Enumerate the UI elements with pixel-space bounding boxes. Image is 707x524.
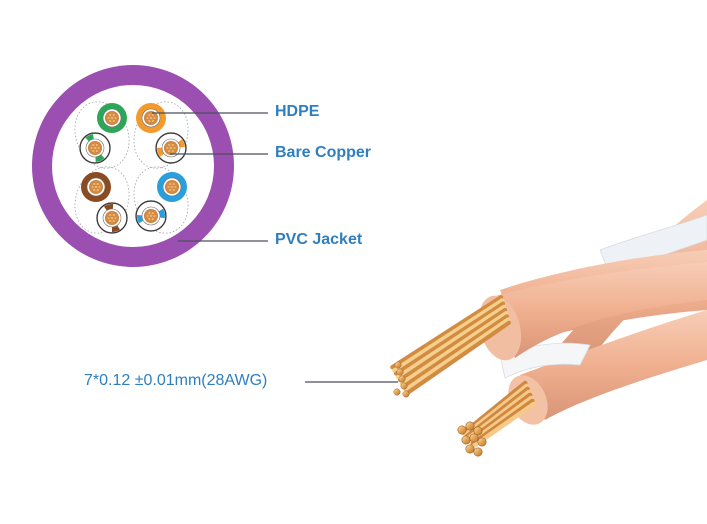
hdpe-label: HDPE <box>275 103 320 120</box>
lower-wire-sheath <box>520 310 707 420</box>
bare-copper-label: Bare Copper <box>275 144 372 161</box>
twisted-pair-illustration <box>390 200 707 457</box>
conductor-brown-solid <box>81 172 111 202</box>
conductor-blue-striped <box>135 200 167 232</box>
upper-wire-sheath <box>488 262 707 358</box>
conductor-green-solid <box>97 103 127 133</box>
conductor-brown-striped <box>96 202 128 234</box>
pvc-jacket-label: PVC Jacket <box>275 231 363 248</box>
cable-cross-section <box>32 65 234 267</box>
conductor-blue-solid <box>157 172 187 202</box>
leader-lines <box>152 112 398 383</box>
upper-copper-strands <box>390 295 511 395</box>
jacket-inner <box>52 85 214 247</box>
conductor-spec-label: 7*0.12 ±0.01mm(28AWG) <box>84 372 268 389</box>
conductors <box>79 103 187 234</box>
conductor-orange-striped <box>155 132 187 164</box>
conductor-green-striped <box>79 132 111 164</box>
strand-end-faces <box>393 361 487 457</box>
conductor-orange-solid <box>136 103 166 133</box>
